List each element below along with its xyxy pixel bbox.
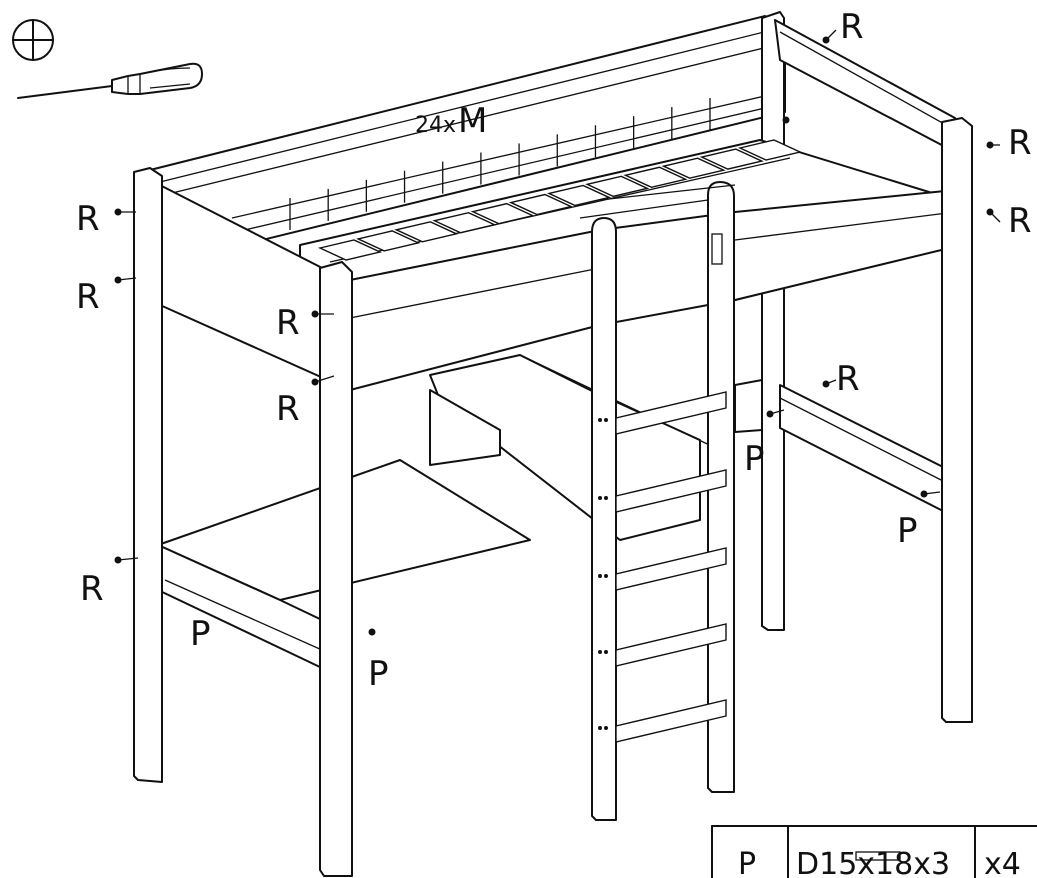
rear-right-post xyxy=(761,11,785,631)
rung-screw xyxy=(598,650,602,654)
label-r: R xyxy=(836,359,860,399)
bed-slat xyxy=(737,139,803,161)
rung-screw xyxy=(598,574,602,578)
bed-slat xyxy=(699,148,764,170)
rung-screw xyxy=(598,496,602,500)
bed-slat xyxy=(623,166,688,189)
slat-count-label: 24x M xyxy=(415,101,487,141)
bed-slat xyxy=(317,239,383,261)
rung-screw xyxy=(598,726,602,730)
fastener-leader xyxy=(769,409,785,415)
parts-table: P D15x18x3 x4 xyxy=(711,825,1037,878)
ladder-rung xyxy=(615,469,727,513)
label-p: P xyxy=(190,614,211,654)
parts-table-qty: x4 xyxy=(984,847,1021,878)
bed-slat xyxy=(546,184,612,207)
label-p: P xyxy=(368,654,389,694)
label-r: R xyxy=(76,199,100,239)
label-r: R xyxy=(276,303,300,343)
fastener-leader xyxy=(117,277,137,281)
rung-screw xyxy=(598,418,602,422)
ladder-rungs xyxy=(598,391,727,743)
label-r: R xyxy=(840,7,864,47)
label-r: R xyxy=(76,277,100,317)
bed-slat xyxy=(356,230,421,252)
ladder-rung xyxy=(615,391,727,435)
label-r: R xyxy=(80,569,104,609)
bed-slat xyxy=(508,193,574,216)
phillips-cross-recess-icon xyxy=(12,19,54,61)
part-r-labels: R R R R R R R R R xyxy=(76,7,1032,609)
rung-screw xyxy=(604,496,608,500)
fastener-dot xyxy=(782,116,790,124)
front-right-post xyxy=(941,117,973,723)
rung-screw xyxy=(604,574,608,578)
ladder-rung xyxy=(615,699,727,743)
fastener-leader xyxy=(923,491,941,495)
bed-slat xyxy=(470,202,535,225)
ladder-rung xyxy=(615,547,727,591)
front-left-post xyxy=(319,261,353,877)
rear-left-post xyxy=(133,167,163,783)
fastener-leader xyxy=(825,29,837,41)
label-p: P xyxy=(897,511,918,551)
parts-table-letter: P xyxy=(738,847,756,878)
fastener-leader xyxy=(117,557,139,561)
fastener-leader xyxy=(314,375,335,383)
fastener-leader xyxy=(825,379,837,385)
ladder xyxy=(591,181,735,821)
right-end-guard xyxy=(774,19,956,153)
fastener-markers xyxy=(114,29,1001,636)
rung-screw xyxy=(604,418,608,422)
fastener-leader xyxy=(989,211,1001,223)
bed-slat xyxy=(585,175,650,198)
label-r: R xyxy=(276,389,300,429)
ladder-rung xyxy=(615,623,727,667)
fastener-dot xyxy=(368,628,376,636)
label-p: P xyxy=(744,439,765,479)
rung-screw xyxy=(604,726,608,730)
bed-slat xyxy=(432,211,497,234)
label-r: R xyxy=(1008,201,1032,241)
bed-slat xyxy=(394,221,459,243)
rung-screw xyxy=(604,650,608,654)
screwdriver-icon xyxy=(17,62,203,99)
slat-count-text: 24x xyxy=(415,113,456,138)
part-p-labels: P P P P xyxy=(190,439,918,694)
label-r: R xyxy=(1008,123,1032,163)
bed-slat xyxy=(661,157,726,179)
slat-part-letter: M xyxy=(458,101,487,141)
